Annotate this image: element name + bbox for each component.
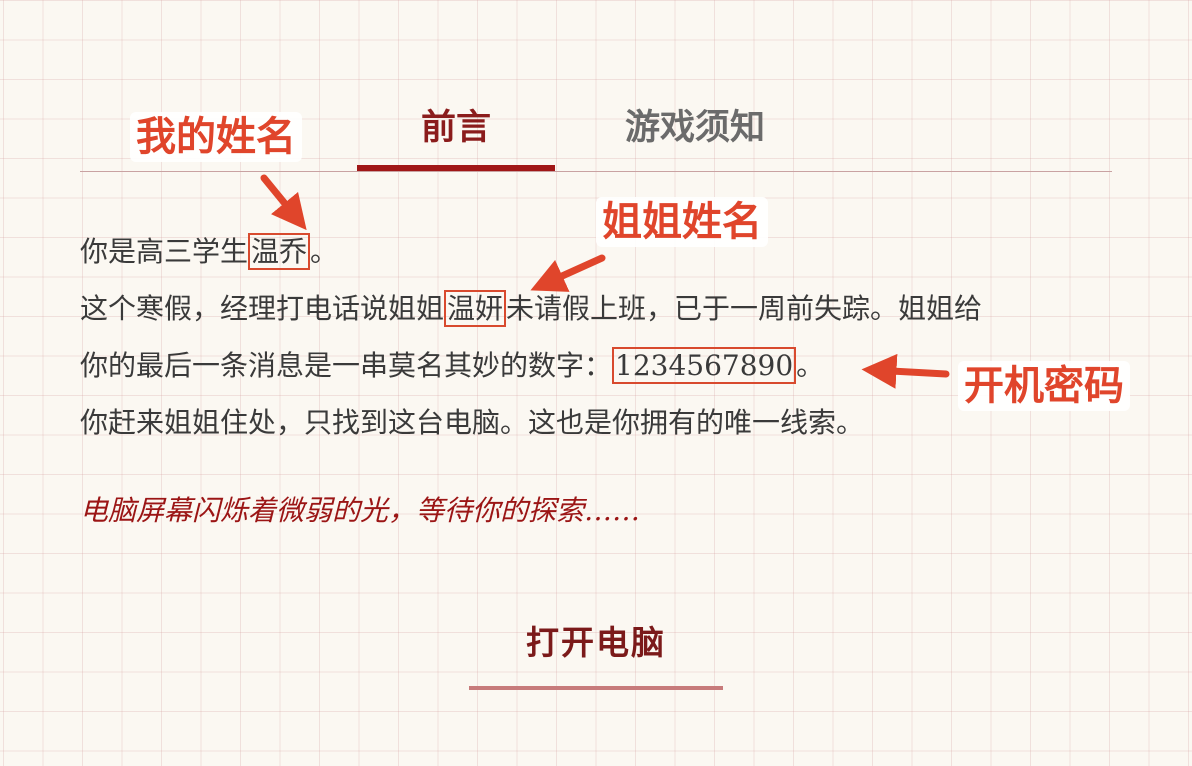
annotation-sister-name: 姐姐姓名 bbox=[596, 197, 768, 247]
annotation-password: 开机密码 bbox=[958, 361, 1130, 411]
story-text: 这个寒假，经理打电话说姐姐 bbox=[80, 292, 445, 325]
tab-game-rules[interactable]: 游戏须知 bbox=[624, 108, 765, 148]
active-tab-indicator bbox=[357, 165, 555, 171]
arrow-to-player-name bbox=[260, 174, 307, 231]
arrow-to-sister-name bbox=[530, 254, 606, 292]
annotation-my-name: 我的姓名 bbox=[130, 112, 302, 162]
open-computer-button[interactable]: 打开电脑 bbox=[526, 623, 666, 662]
story-italic-line: 电脑屏幕闪烁着微弱的光，等待你的探索…… bbox=[80, 494, 641, 527]
story-line-2: 这个寒假，经理打电话说姐姐温妍未请假上班，已于一周前失踪。姐姐给 bbox=[80, 289, 982, 329]
story-text: 未请假上班，已于一周前失踪。姐姐给 bbox=[506, 292, 983, 325]
story-line-1: 你是高三学生温乔。 bbox=[80, 232, 338, 272]
story-line-4: 你赶来姐姐住处，只找到这台电脑。这也是你拥有的唯一线索。 bbox=[80, 406, 865, 439]
open-computer-button-underline bbox=[469, 686, 723, 690]
tab-intro[interactable]: 前言 bbox=[420, 108, 491, 148]
tab-divider bbox=[80, 171, 1112, 172]
player-name: 温乔 bbox=[248, 233, 311, 270]
story-text: 。 bbox=[796, 349, 825, 382]
story-line-3: 你的最后一条消息是一串莫名其妙的数字：1234567890。 bbox=[80, 346, 824, 386]
sister-name: 温妍 bbox=[444, 290, 507, 327]
story-text: 你的最后一条消息是一串莫名其妙的数字： bbox=[80, 349, 613, 382]
arrow-to-password bbox=[861, 353, 950, 389]
story-text: 你是高三学生 bbox=[80, 235, 249, 268]
story-text: 。 bbox=[310, 235, 339, 268]
password-value: 1234567890 bbox=[612, 347, 797, 384]
